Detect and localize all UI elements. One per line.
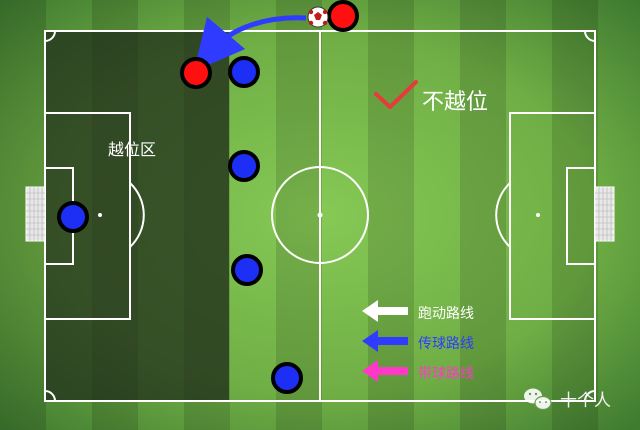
right-goal (594, 186, 615, 242)
attacker-receiver (180, 57, 212, 89)
legend-run-label: 跑动路线 (418, 306, 474, 322)
center-spot (317, 212, 323, 218)
defender-player (228, 56, 260, 88)
legend-pass-label: 传球路线 (418, 336, 474, 352)
legend-dribble-arrow (362, 360, 408, 382)
left-goal (25, 186, 46, 242)
legend-pass-arrow (362, 330, 408, 352)
offside-zone-label: 越位区 (108, 140, 157, 159)
check-mark-icon (374, 80, 418, 109)
defender-players (57, 56, 303, 394)
defender-player (271, 362, 303, 394)
wechat-icon (524, 388, 552, 411)
right-penalty-spot (536, 213, 540, 217)
legend-dribble-label: 带球路线 (418, 366, 474, 382)
left-penalty-spot (98, 213, 102, 217)
watermark-text: 十个人 (560, 391, 611, 411)
attacker-players (180, 0, 359, 89)
verdict-label: 不越位 (422, 90, 489, 115)
legend-run-arrow (362, 300, 408, 322)
attacker-passer (327, 0, 359, 32)
defender-player (231, 254, 263, 286)
pass-route-arrow (193, 15, 307, 72)
football-icon (307, 6, 329, 28)
defender-goalkeeper (57, 201, 89, 233)
defender-player (228, 150, 260, 182)
